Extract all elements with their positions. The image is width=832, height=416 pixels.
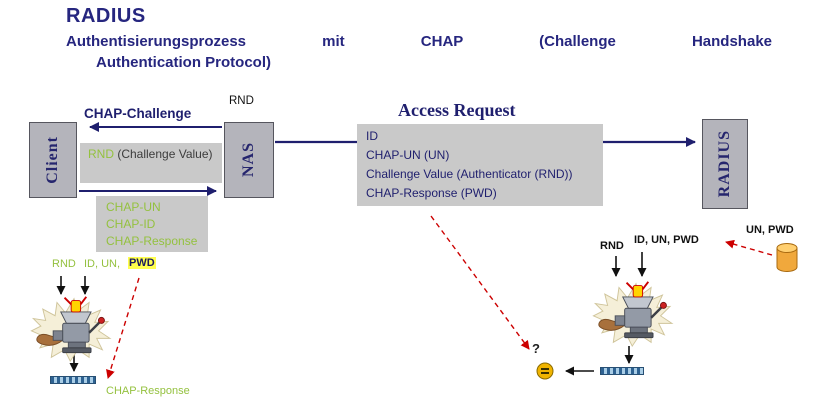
chap-box-line-un: CHAP-UN <box>106 200 161 214</box>
rnd-label-above-nas: RND <box>229 95 254 107</box>
db-to-inputs-dashed-arrow <box>725 239 773 256</box>
access-request-title: Access Request <box>398 100 516 120</box>
left-input-idun-label: ID, UN, <box>84 258 121 270</box>
slide-subtitle-line1: Authentisierungsprozess mit CHAP (Challe… <box>66 33 772 50</box>
right-input-rnd-label: RND <box>600 240 624 252</box>
access-request-box: ID CHAP-UN (UN) Challenge Value (Authent… <box>357 124 603 206</box>
left-input-pwd-label: PWD <box>128 257 156 269</box>
left-output-label: CHAP-Response <box>106 385 190 397</box>
equals-icon <box>536 362 554 385</box>
right-input-idunpwd-label: ID, UN, PWD <box>634 234 699 246</box>
client-node-label: Client <box>44 136 61 184</box>
comparison-question-mark: ? <box>532 341 540 356</box>
slide-subtitle-line2: Authentication Protocol) <box>96 54 271 71</box>
database-icon <box>775 243 799 278</box>
request-box-line-response: CHAP-Response (PWD) <box>366 186 497 200</box>
chap-box-line-id: CHAP-ID <box>106 217 156 231</box>
nas-node-label: NAS <box>240 142 257 178</box>
request-box-line-un: CHAP-UN (UN) <box>366 148 450 162</box>
left-hash-value-bar <box>50 376 96 384</box>
right-hash-value-bar <box>600 367 644 375</box>
challenge-box-rnd: RND <box>88 147 114 161</box>
client-node: Client <box>29 122 77 198</box>
slide-title: RADIUS <box>66 5 146 27</box>
nas-node: NAS <box>224 122 274 198</box>
chap-values-box: CHAP-UN CHAP-ID CHAP-Response <box>96 196 208 252</box>
left-input-rnd-label: RND <box>52 258 76 270</box>
hash-grinder-icon <box>590 278 682 353</box>
challenge-box-rest: (Challenge Value) <box>117 147 213 161</box>
request-box-line-challenge: Challenge Value (Authenticator (RND)) <box>366 167 573 181</box>
chap-box-line-response: CHAP-Response <box>106 234 198 248</box>
db-content-label: UN, PWD <box>746 224 794 236</box>
request-box-line-id: ID <box>366 129 378 143</box>
challenge-value-box: RND (Challenge Value) <box>80 143 222 183</box>
radius-node: RADIUS <box>702 119 748 209</box>
radius-node-label: RADIUS <box>716 130 733 198</box>
hash-grinder-icon <box>28 293 120 368</box>
response-to-compare-dashed-arrow <box>430 215 530 350</box>
chap-challenge-label: CHAP-Challenge <box>84 106 192 121</box>
pwd-highlight: PWD <box>128 257 156 269</box>
